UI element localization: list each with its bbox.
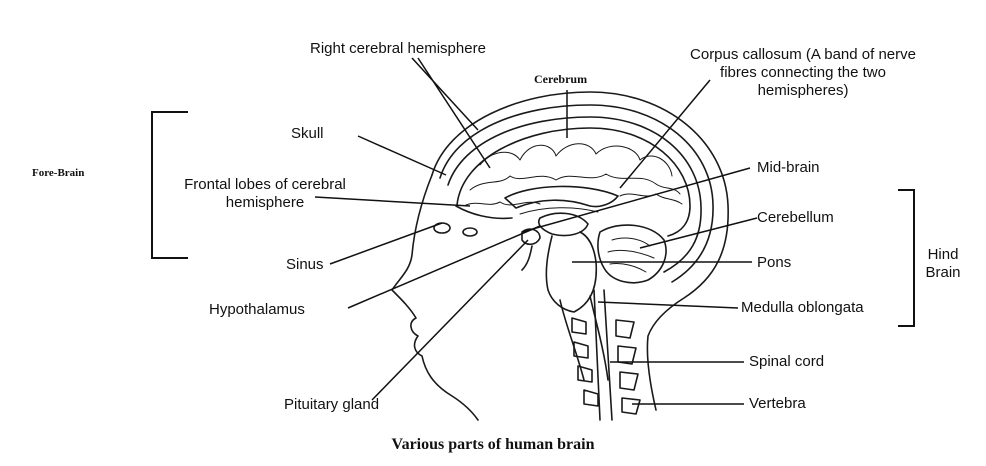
label-vertebra: Vertebra [749,395,806,412]
label-medulla-oblongata: Medulla oblongata [741,299,864,316]
label-sinus: Sinus [286,256,324,273]
label-cerebrum: Cerebrum [534,72,588,86]
hind-brain-bracket [898,189,915,327]
label-cerebellum: Cerebellum [757,209,834,226]
label-frontal-lobes: Frontal lobes of cerebral hemisphere [184,176,346,211]
label-hypothalamus: Hypothalamus [209,301,305,318]
vertebra [571,317,599,407]
head-outline [431,91,729,411]
label-skull: Skull [291,125,324,142]
label-pons: Pons [757,254,792,271]
face-profile [391,174,479,421]
skull-inner [447,116,702,273]
cerebellum [597,224,667,284]
label-spinal-cord: Spinal cord [749,353,825,370]
label-mid-brain: Mid-brain [757,159,820,176]
label-corpus-callosum: Corpus callosum (A band of nerve fibres … [690,46,916,99]
label-right-cerebral-hemisphere: Right cerebral hemisphere [310,40,486,57]
spinal-cord [593,289,613,421]
figure-caption: Various parts of human brain [391,436,595,453]
brain-stem [545,231,598,313]
label-fore-brain: Fore-Brain [32,167,85,179]
label-pituitary-gland: Pituitary gland [284,396,380,413]
fore-brain-bracket [151,111,188,259]
label-hind-brain: Hind Brain [925,246,961,281]
skull-outer [439,104,714,283]
corpus-callosum [504,185,619,209]
